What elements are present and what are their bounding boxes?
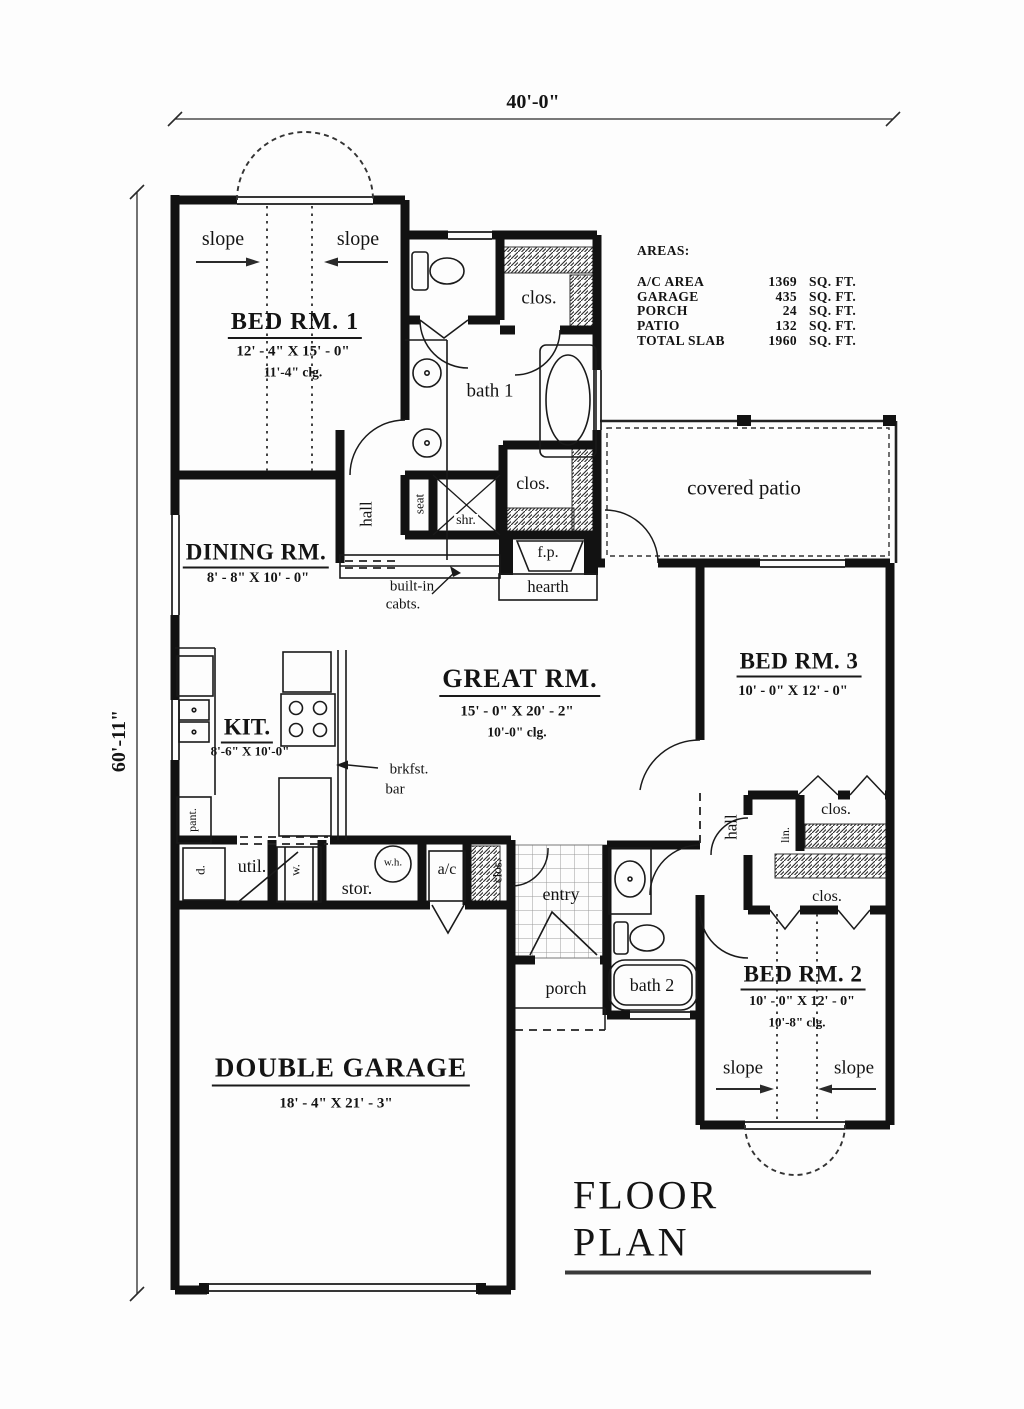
garage-size: 18' - 4" X 21' - 3" [279,1095,393,1112]
hearth-label: hearth [527,576,569,596]
bath1-fixtures [405,251,597,560]
areas-table: AREAS: A/C AREA 1369 SQ. FT. GARAGE 435 … [637,243,877,349]
breakfast-bar-label-line1: brkfst. [389,761,429,778]
built-in-label-line2: cabts. [385,596,421,613]
utility-label: util. [237,856,267,876]
garage-title: DOUBLE GARAGE [211,1052,471,1087]
porch-label: porch [545,978,587,998]
areas-row-total-slab: TOTAL SLAB 1960 SQ. FT. [637,332,857,348]
slope-label-bed1-left: slope [201,228,245,250]
dining-size: 8' - 8" X 10' - 0" [206,569,310,586]
covered-patio-label: covered patio [687,475,801,500]
porch-edges [515,1007,606,1030]
bed2-size: 10' - 0" X 12' - 0" [749,994,855,1009]
bed3-title: BED RM. 3 [736,648,862,678]
washer-label: w. [287,864,303,876]
areas-title: AREAS: [637,243,690,258]
bed1-title: BED RM. 1 [227,309,363,339]
slope-label-bed2-right: slope [833,1057,875,1079]
water-heater-label: w.h. [383,856,403,869]
fireplace-label: f.p. [537,544,559,561]
storage-label: stor. [341,878,373,898]
threshold-dashes [240,560,701,1031]
hall-label-left: hall [356,501,376,527]
great-room-title: GREAT RM. [439,664,601,697]
shower-label: shr. [454,513,478,528]
closet-label-right-bottom: clos. [812,888,842,905]
utility-fixtures [182,845,466,903]
dimension-width-label: 40'-0" [506,91,560,113]
dimension-lines [129,111,901,1302]
great-room-ceiling: 10'-0" clg. [487,724,547,740]
great-room-size: 15' - 0" X 20' - 2" [460,703,574,720]
entry-tile-floor [510,844,608,959]
bath2-fixtures [608,847,698,1011]
slope-arrows [196,257,876,1094]
linen-label: lin. [778,827,792,843]
door-leaves [236,851,598,956]
kitchen-fixtures [175,647,347,844]
bed2-title: BED RM. 2 [740,961,866,991]
seat-label: seat [411,493,427,515]
closet-label-bath1: clos. [521,287,557,309]
areas-row-ac: A/C AREA 1369 SQ. FT. [637,274,857,289]
pantry-label: pant. [185,808,199,832]
closet-label-mid: clos. [516,473,550,493]
built-in-label-line1: built-in [389,578,435,595]
window-arches [236,131,846,1176]
kitchen-size: 8'-6" X 10'-0" [210,743,290,759]
floor-plan-title: FLOOR PLAN [565,1172,871,1275]
walls [170,195,895,1295]
closet-shelving-hatch [467,246,889,903]
bath2-label: bath 2 [629,975,675,995]
windows [171,196,845,1292]
bed1-ceiling: 11'-4" clg. [263,364,323,380]
patio-dashed-edge [606,427,890,557]
hall-label-right: hall [721,814,741,840]
breakfast-bar-label-line2: bar [385,781,405,798]
entry-label: entry [542,884,580,904]
dryer-label: d. [192,865,208,875]
patio-posts [199,415,896,1294]
areas-row-porch: PORCH 24 SQ. FT. [637,303,857,319]
closet-label-right-top: clos. [821,801,851,818]
slope-label-bed2-left: slope [722,1057,764,1079]
areas-row-garage: GARAGE 435 SQ. FT. [637,288,857,304]
door-arcs [349,319,749,959]
fireplace-hearth [339,540,598,601]
dimension-height-label: 60'-11" [108,709,130,773]
bifold-door-notches [419,319,886,931]
ac-label: a/c [437,861,457,878]
areas-row-patio: PATIO 132 SQ. FT. [637,318,857,334]
slope-label-bed1-right: slope [336,228,380,250]
bath1-label: bath 1 [466,380,514,402]
bed1-size: 12' - 4" X 15' - 0" [236,343,350,360]
annotation-arrows [336,566,461,770]
bed3-size: 10' - 0" X 12' - 0" [738,682,848,699]
bed2-ceiling: 10'-8" clg. [768,1014,826,1030]
closet-label-entry: clos. [489,858,505,884]
dining-title: DINING RM. [182,539,330,569]
kitchen-title: KIT. [220,714,274,744]
